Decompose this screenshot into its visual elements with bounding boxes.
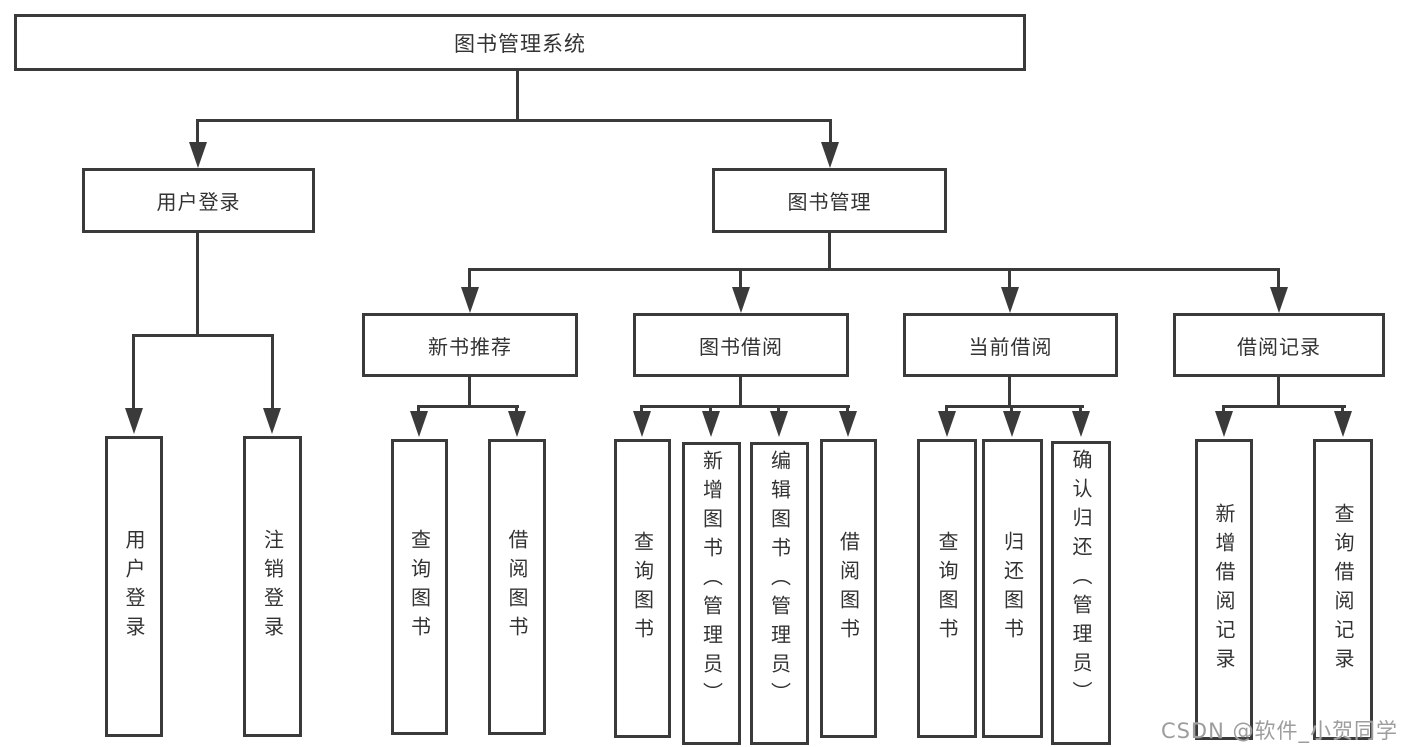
leaf-query-borrow-record: 查询借阅记录 — [1313, 439, 1373, 740]
node-label: 图书管理系统 — [454, 31, 586, 56]
connector-segment — [1277, 268, 1280, 289]
node-label: 查询借阅记录 — [1331, 502, 1355, 677]
arrowhead-down-icon — [1001, 287, 1019, 313]
arrowhead-down-icon — [1072, 411, 1090, 437]
leaf-confirm-return-admin: 确认归还（管理员） — [1051, 441, 1111, 745]
arrowhead-down-icon — [410, 411, 428, 437]
connector-segment — [1222, 405, 1346, 408]
connector-segment — [1277, 377, 1280, 408]
connector-segment — [417, 405, 420, 414]
arrowhead-down-icon — [1334, 411, 1352, 437]
leaf-borrow-books-2: 借阅图书 — [820, 439, 877, 738]
arrowhead-down-icon — [1270, 287, 1288, 313]
node-new-book-recommend: 新书推荐 — [362, 313, 578, 377]
connector-segment — [417, 405, 519, 408]
node-user-login: 用户登录 — [82, 168, 315, 233]
leaf-borrow-books-1: 借阅图书 — [488, 439, 546, 735]
leaf-query-books-2: 查询图书 — [614, 439, 671, 738]
arrowhead-down-icon — [1215, 411, 1233, 437]
node-label: 用户登录 — [122, 528, 146, 645]
connector-segment — [468, 377, 471, 408]
arrowhead-down-icon — [938, 411, 956, 437]
arrowhead-down-icon — [1003, 411, 1021, 437]
connector-segment — [828, 233, 831, 271]
node-label: 归还图书 — [1000, 530, 1025, 647]
connector-segment — [739, 377, 742, 408]
arrowhead-down-icon — [770, 411, 788, 437]
connector-segment — [468, 268, 471, 289]
connector-segment — [1079, 405, 1082, 414]
arrowhead-down-icon — [702, 411, 720, 437]
node-label: 新增图书（管理员） — [699, 450, 724, 711]
csdn-watermark: CSDN @软件_小贺同学 — [1160, 719, 1398, 743]
node-label: 图书管理 — [787, 190, 872, 214]
node-label: 借阅记录 — [1237, 334, 1321, 359]
connector-segment — [777, 405, 780, 414]
connector-segment — [132, 334, 135, 410]
arrowhead-down-icon — [263, 408, 281, 434]
connector-segment — [945, 405, 1084, 408]
connector-segment — [945, 405, 948, 414]
connector-segment — [196, 119, 832, 122]
connector-segment — [271, 334, 274, 410]
arrowhead-down-icon — [732, 287, 750, 313]
node-label: 当前借阅 — [968, 334, 1053, 359]
connector-segment — [829, 119, 832, 145]
connector-segment — [132, 334, 274, 337]
leaf-add-book-admin: 新增图书（管理员） — [682, 442, 741, 745]
arrowhead-down-icon — [633, 411, 651, 437]
arrowhead-down-icon — [508, 411, 526, 437]
node-label: 确认归还（管理员） — [1069, 449, 1093, 710]
node-book-management: 图书管理 — [712, 168, 947, 233]
leaf-logout: 注销登录 — [243, 436, 302, 737]
node-borrowing-records: 借阅记录 — [1173, 313, 1385, 377]
node-label: 注销登录 — [260, 528, 285, 645]
connector-segment — [515, 405, 518, 414]
node-label: 编辑图书（管理员） — [767, 450, 792, 711]
leaf-query-books-1: 查询图书 — [391, 439, 448, 735]
node-label: 借阅图书 — [836, 530, 861, 647]
connector-segment — [196, 233, 199, 337]
connector-segment — [1008, 377, 1011, 408]
leaf-return-book: 归还图书 — [982, 439, 1043, 738]
node-label: 查询图书 — [630, 530, 655, 647]
node-current-borrowing: 当前借阅 — [903, 313, 1118, 377]
connector-segment — [739, 268, 742, 289]
node-label: 查询图书 — [407, 529, 432, 645]
arrowhead-down-icon — [839, 411, 857, 437]
connector-segment — [1010, 405, 1013, 414]
leaf-add-borrow-record: 新增借阅记录 — [1195, 439, 1253, 740]
node-label: 查询图书 — [935, 530, 959, 647]
node-label: 用户登录 — [156, 190, 241, 214]
leaf-user-login: 用户登录 — [105, 436, 163, 737]
node-library-management-system: 图书管理系统 — [14, 14, 1026, 71]
connector-segment — [1222, 405, 1225, 414]
connector-segment — [640, 405, 850, 408]
connector-segment — [516, 70, 519, 120]
node-label: 图书借阅 — [699, 334, 783, 359]
node-label: 新增借阅记录 — [1212, 502, 1236, 677]
connector-segment — [468, 268, 1280, 271]
connector-segment — [846, 405, 849, 414]
arrowhead-down-icon — [125, 408, 143, 434]
arrowhead-down-icon — [821, 142, 839, 168]
node-book-borrowing: 图书借阅 — [633, 313, 849, 377]
connector-segment — [709, 405, 712, 414]
node-label: 借阅图书 — [505, 529, 529, 645]
arrowhead-down-icon — [189, 142, 207, 168]
node-label: 新书推荐 — [428, 334, 512, 359]
leaf-query-books-3: 查询图书 — [917, 439, 977, 738]
connector-segment — [640, 405, 643, 414]
connector-segment — [196, 119, 199, 145]
connector-segment — [1008, 268, 1011, 289]
connector-segment — [1341, 405, 1344, 414]
arrowhead-down-icon — [461, 287, 479, 313]
leaf-edit-book-admin: 编辑图书（管理员） — [750, 442, 809, 745]
